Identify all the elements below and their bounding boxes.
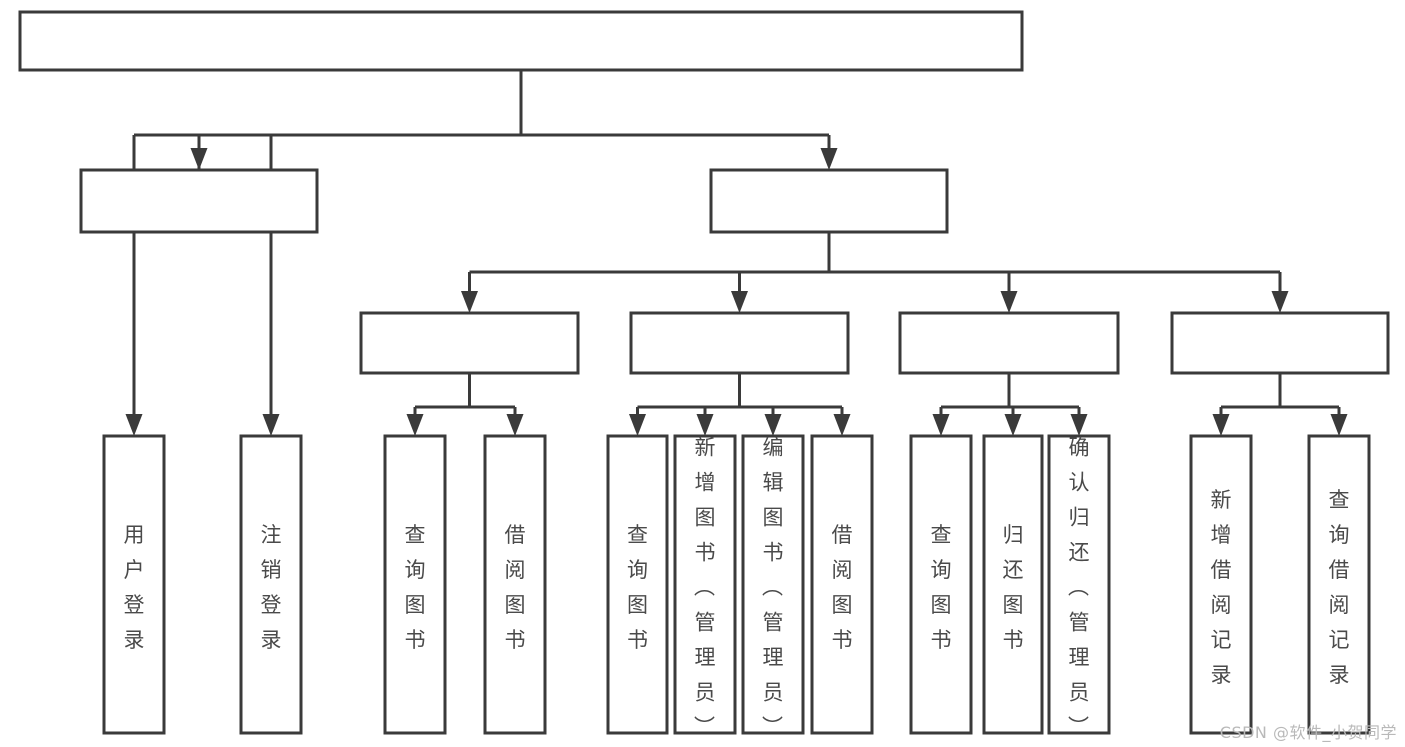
borrow_record-leaf-1-arrow-arrowhead <box>1330 414 1348 436</box>
leaf-node-user_login-0[interactable]: 用户登录 <box>102 434 166 735</box>
node-boxes: 用户登录 注销登录 查询图书 借阅图书 查询图书 新增图书（管理员） 编辑图书（管理员） 借阅… <box>18 10 1390 739</box>
leaf-node-book_borrow-1[interactable]: 新增图书（管理员） <box>673 434 737 739</box>
leaf-node-borrow_record-0-label: 新增借阅记录 <box>1211 488 1232 687</box>
level2-node-user_login[interactable] <box>79 168 319 234</box>
level3-node-book_borrow[interactable] <box>629 311 850 375</box>
book-mgmt-to-borrow_record-arrowhead <box>1271 291 1289 313</box>
leaf-node-current_borrow-0[interactable]: 查询图书 <box>909 434 973 735</box>
leaf-node-current_borrow-2-label: 确认归还（管理员） <box>1068 435 1090 739</box>
leaf-node-book_borrow-2[interactable]: 编辑图书（管理员） <box>741 434 805 739</box>
leaf-node-borrow_record-0[interactable]: 新增借阅记录 <box>1189 434 1253 735</box>
leaf-node-current_borrow-2[interactable]: 确认归还（管理员） <box>1047 434 1111 739</box>
leaf-node-new_book_recommend-1-label: 借阅图书 <box>505 523 526 652</box>
leaf-node-book_borrow-1-label: 新增图书（管理员） <box>694 435 716 739</box>
leaf-node-book_borrow-3[interactable]: 借阅图书 <box>810 434 874 735</box>
leaf-node-new_book_recommend-0-label: 查询图书 <box>405 523 426 652</box>
book-mgmt-to-current_borrow-arrowhead <box>1000 291 1018 313</box>
leaf-node-current_borrow-1-label: 归还图书 <box>1003 523 1024 652</box>
level3-node-current_borrow[interactable] <box>898 311 1120 375</box>
leaf-node-book_borrow-3-label: 借阅图书 <box>832 523 853 652</box>
book-mgmt-to-book_borrow-arrowhead <box>731 291 748 313</box>
level3-node-new_book_recommend[interactable] <box>359 311 580 375</box>
leaf-node-user_login-1[interactable]: 注销登录 <box>239 434 303 735</box>
new_book_recommend-leaf-1-arrow-arrowhead <box>506 414 524 436</box>
book_borrow-leaf-1-arrow-arrowhead <box>696 414 714 436</box>
leaf-node-user_login-0-label: 用户登录 <box>124 523 145 652</box>
user_login-leaf-0-arrow-arrowhead <box>125 414 143 436</box>
leaf-node-current_borrow-1[interactable]: 归还图书 <box>982 434 1044 735</box>
book_borrow-leaf-3-arrow-arrowhead <box>833 414 851 436</box>
leaf-node-book_borrow-2-label: 编辑图书（管理员） <box>762 435 784 739</box>
leaf-node-borrow_record-1[interactable]: 查询借阅记录 <box>1307 434 1371 735</box>
leaf-node-user_login-1-label: 注销登录 <box>261 523 282 652</box>
leaf-node-borrow_record-1-label: 查询借阅记录 <box>1329 488 1350 687</box>
leaf-node-new_book_recommend-1[interactable]: 借阅图书 <box>483 434 547 735</box>
new_book_recommend-leaf-0-arrow-arrowhead <box>406 414 424 436</box>
leaf-node-book_borrow-0-label: 查询图书 <box>627 523 648 652</box>
leaf-node-book_borrow-0[interactable]: 查询图书 <box>606 434 669 735</box>
current_borrow-leaf-2-arrow-arrowhead <box>1070 414 1088 436</box>
current_borrow-leaf-0-arrow-arrowhead <box>932 414 950 436</box>
borrow_record-leaf-0-arrow-arrowhead <box>1212 414 1230 436</box>
book_borrow-leaf-2-arrow-arrowhead <box>764 414 782 436</box>
connector-lines <box>125 70 1348 436</box>
level3-node-borrow_record[interactable] <box>1170 311 1390 375</box>
book-mgmt-to-new_book_recommend-arrowhead <box>461 291 478 313</box>
leaf-node-current_borrow-0-label: 查询图书 <box>931 523 952 652</box>
level2-node-book_mgmt[interactable] <box>709 168 949 234</box>
root-node[interactable] <box>18 10 1024 72</box>
user_login-leaf-1-arrow-arrowhead <box>262 414 280 436</box>
book_borrow-leaf-0-arrow-arrowhead <box>629 414 646 436</box>
root-to-book-mgmt-arrowhead <box>820 148 838 170</box>
current_borrow-leaf-1-arrow-arrowhead <box>1004 414 1022 436</box>
leaf-node-new_book_recommend-0[interactable]: 查询图书 <box>383 434 447 735</box>
